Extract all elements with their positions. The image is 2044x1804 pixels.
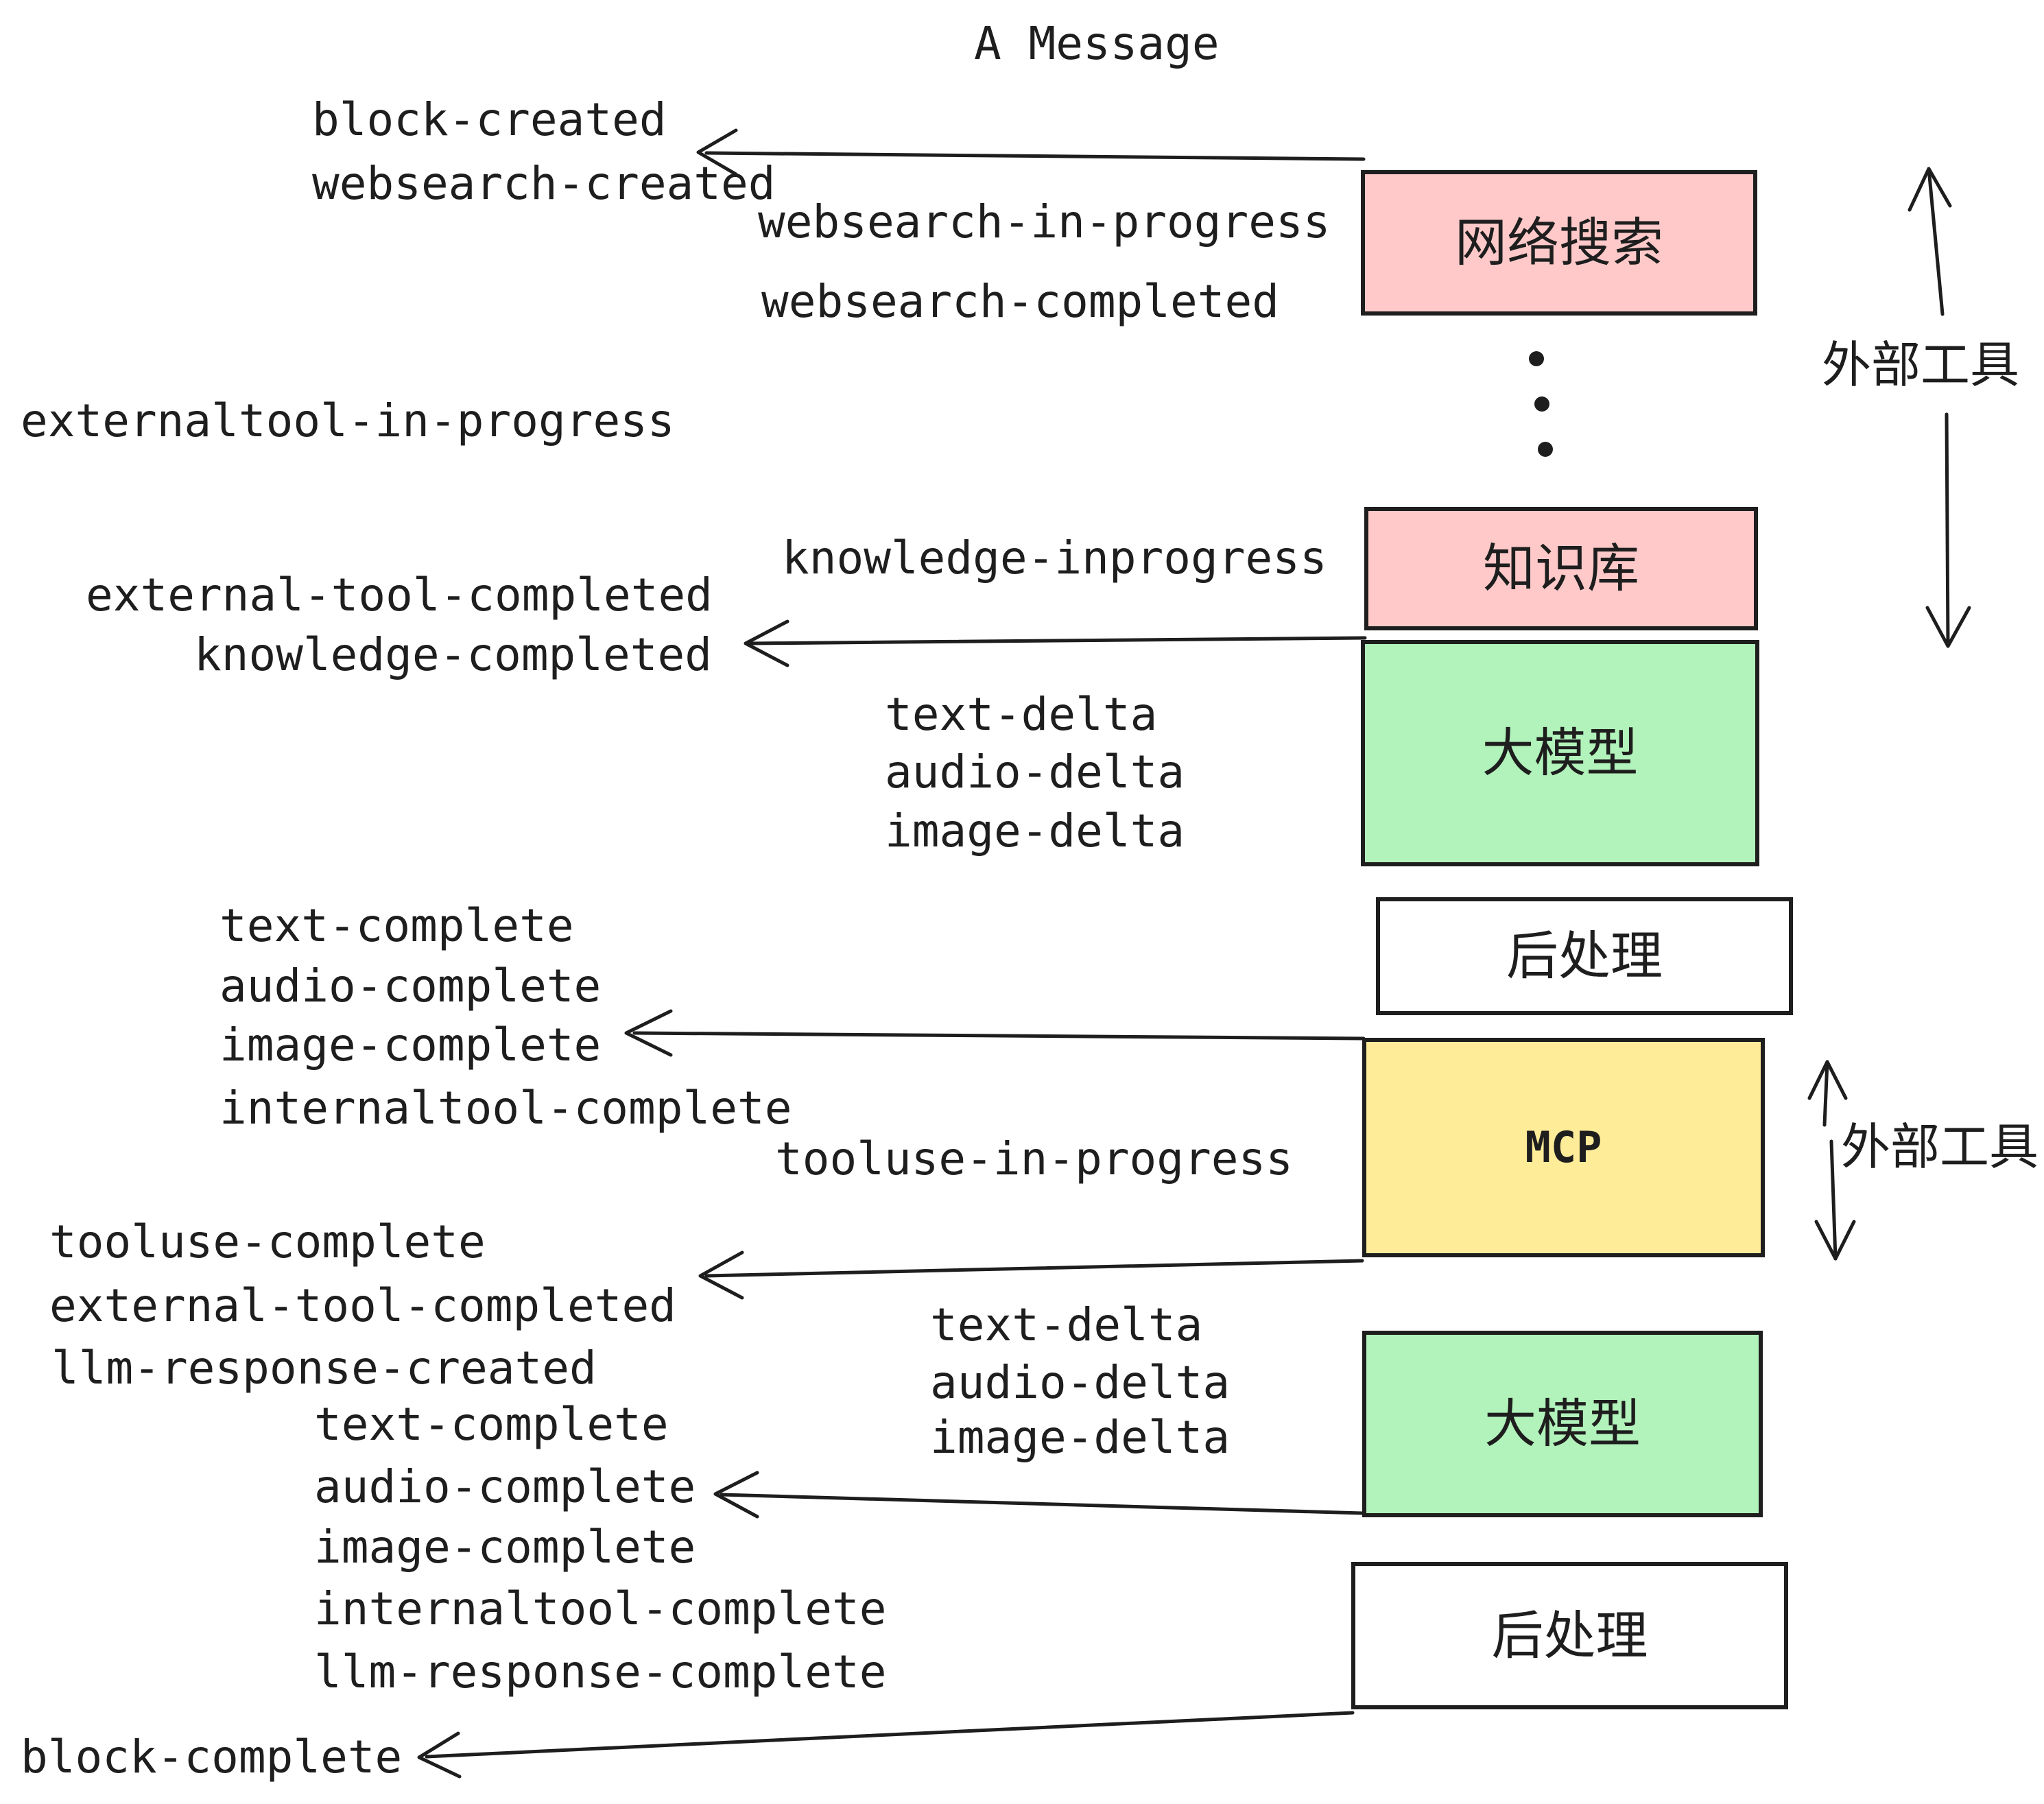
event-knowledge-completed: knowledge-completed	[194, 628, 712, 681]
box-llm-2: 大模型	[1362, 1331, 1763, 1517]
arrow-to-audio-complete	[713, 1471, 1364, 1519]
external-tools-mid-up-arrow	[1807, 1060, 1848, 1127]
event-image-delta-1: image-delta	[885, 805, 1185, 857]
box-web-search-label: 网络搜索	[1455, 212, 1663, 273]
box-postprocess-2-label: 后处理	[1491, 1604, 1648, 1666]
event-tooluse-in-progress: tooluse-in-progress	[775, 1132, 1293, 1185]
box-llm-2-label: 大模型	[1484, 1393, 1641, 1454]
ellipsis-dots	[1529, 351, 1553, 457]
event-externaltool-in-progress: externaltool-in-progress	[21, 394, 675, 447]
page-title: A Message	[974, 17, 1220, 70]
event-internaltool-complete-1: internaltool-complete	[219, 1082, 792, 1135]
event-audio-complete-1: audio-complete	[219, 960, 602, 1012]
arrow-to-image-complete	[624, 1009, 1366, 1057]
event-audio-delta-1: audio-delta	[885, 746, 1185, 798]
event-block-created: block-created	[312, 93, 667, 146]
event-internaltool-complete-2: internaltool-complete	[314, 1582, 887, 1635]
box-mcp: MCP	[1362, 1038, 1765, 1257]
arrow-to-block-complete	[417, 1711, 1355, 1779]
box-knowledge-base: 知识库	[1364, 507, 1758, 630]
event-audio-complete-2: audio-complete	[314, 1460, 696, 1513]
event-image-complete-1: image-complete	[219, 1019, 602, 1071]
event-tooluse-complete: tooluse-complete	[49, 1215, 486, 1268]
event-text-delta-1: text-delta	[885, 688, 1158, 741]
external-tools-down-arrow	[1925, 412, 1971, 648]
arrow-to-tooluse-complete	[698, 1250, 1364, 1300]
box-postprocess-1-label: 后处理	[1506, 925, 1663, 986]
event-llm-response-complete: llm-response-complete	[314, 1646, 887, 1698]
event-websearch-created: websearch-created	[312, 157, 776, 210]
event-knowledge-inprogress: knowledge-inprogress	[782, 532, 1327, 584]
external-tools-label-mid: 外部工具	[1840, 1118, 2039, 1176]
event-llm-response-created: llm-response-created	[51, 1342, 597, 1394]
arrow-to-block-created	[696, 128, 1366, 176]
box-web-search: 网络搜索	[1361, 170, 1757, 316]
event-text-complete-1: text-complete	[219, 899, 574, 952]
event-websearch-completed: websearch-completed	[761, 275, 1279, 328]
event-external-tool-completed-1: external-tool-completed	[86, 569, 713, 621]
event-image-complete-2: image-complete	[314, 1521, 696, 1574]
box-llm-1: 大模型	[1361, 640, 1759, 866]
external-tools-up-arrow	[1908, 167, 1952, 316]
box-llm-1-label: 大模型	[1482, 722, 1639, 783]
external-tools-label-top: 外部工具	[1821, 336, 2020, 394]
event-text-delta-2: text-delta	[930, 1298, 1203, 1351]
event-audio-delta-2: audio-delta	[930, 1356, 1231, 1409]
arrow-to-knowledge-completed	[744, 619, 1367, 667]
event-websearch-in-progress: websearch-in-progress	[758, 195, 1331, 248]
box-knowledge-base-label: 知识库	[1483, 538, 1639, 599]
box-mcp-label: MCP	[1525, 1122, 1602, 1172]
event-text-complete-2: text-complete	[314, 1398, 669, 1451]
event-block-complete: block-complete	[21, 1731, 403, 1783]
box-postprocess-1: 后处理	[1376, 897, 1793, 1015]
event-image-delta-2: image-delta	[930, 1411, 1231, 1464]
external-tools-mid-down-arrow	[1814, 1139, 1856, 1261]
event-external-tool-completed-2: external-tool-completed	[49, 1279, 676, 1332]
box-postprocess-2: 后处理	[1351, 1562, 1788, 1709]
